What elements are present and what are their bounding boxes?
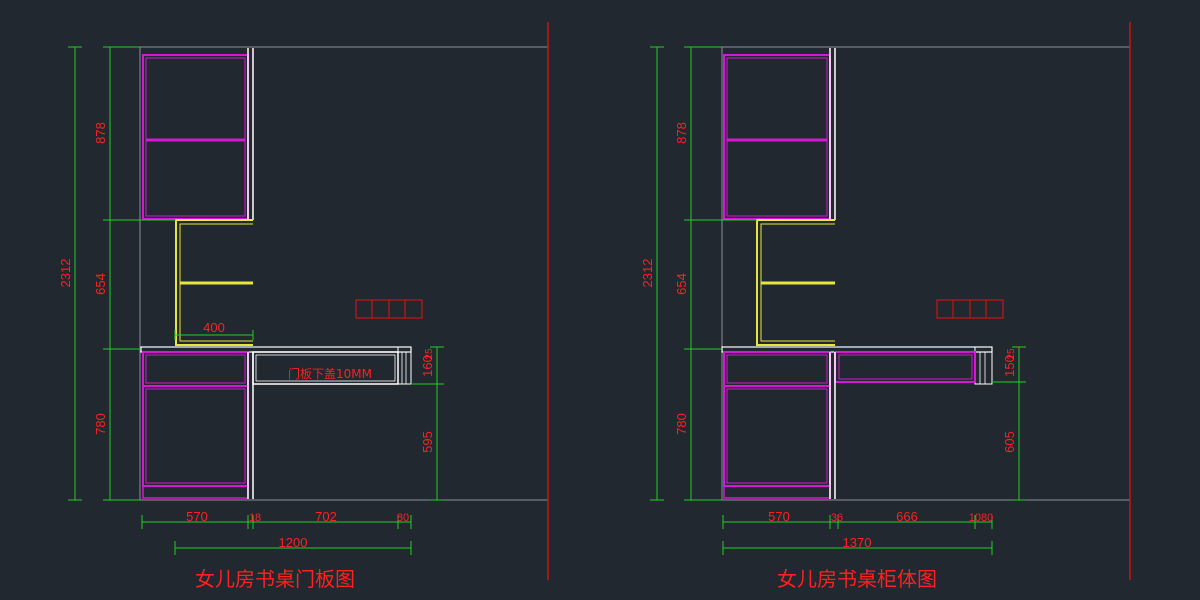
dim-shelf-width: 400 [203, 320, 225, 335]
dim-width-c: 666 [896, 509, 918, 524]
dim-width-total: 1200 [279, 535, 308, 550]
dim-total-height: 2312 [640, 259, 655, 288]
dim-width-b: 18 [249, 512, 261, 524]
dim-lower-height: 780 [674, 413, 689, 435]
left-vertical-dims [68, 46, 444, 501]
left-horizontal-dims [141, 330, 412, 555]
dim-total-height: 2312 [58, 259, 73, 288]
red-symbol-boxes [936, 299, 1004, 319]
dim-upper-height: 878 [93, 122, 108, 144]
dim-desk-b: 25 [424, 348, 435, 360]
drawer-carcass [834, 351, 976, 383]
dim-upper-height: 878 [674, 122, 689, 144]
dim-width-a: 570 [186, 509, 208, 524]
right-vertical-dims [650, 46, 1026, 501]
middle-shelf [175, 219, 253, 346]
dim-leg-height: 595 [420, 431, 435, 453]
left-title: 女儿房书桌门板图 [195, 567, 355, 591]
red-symbol-boxes [355, 299, 423, 319]
right-elevation: 2312 878 654 780 150 25 605 570 36 666 1… [640, 22, 1131, 591]
dim-width-a: 570 [768, 509, 790, 524]
dim-width-c: 702 [315, 509, 337, 524]
right-horizontal-dims [722, 515, 993, 555]
dim-desk-a: 160 [420, 355, 435, 377]
upper-cabinet [142, 48, 254, 220]
dim-middle-height: 654 [674, 273, 689, 295]
right-title: 女儿房书桌柜体图 [777, 567, 937, 591]
dim-width-total: 1370 [843, 535, 872, 550]
lower-cabinet [142, 351, 254, 499]
door-note: 门板下盖10MM [288, 366, 372, 381]
upper-cabinet [723, 48, 836, 220]
lower-cabinet [723, 351, 836, 499]
dim-width-d: 80 [397, 512, 409, 524]
middle-shelf [756, 219, 835, 346]
dim-lower-height: 780 [93, 413, 108, 435]
dim-middle-height: 654 [93, 273, 108, 295]
left-elevation: 门板下盖10MM [58, 22, 549, 591]
dim-desk-b: 25 [1006, 348, 1017, 360]
dim-width-b: 36 [831, 512, 843, 524]
dim-width-d: 1080 [969, 512, 993, 524]
dim-desk-a: 150 [1002, 355, 1017, 377]
dim-leg-height: 605 [1002, 431, 1017, 453]
